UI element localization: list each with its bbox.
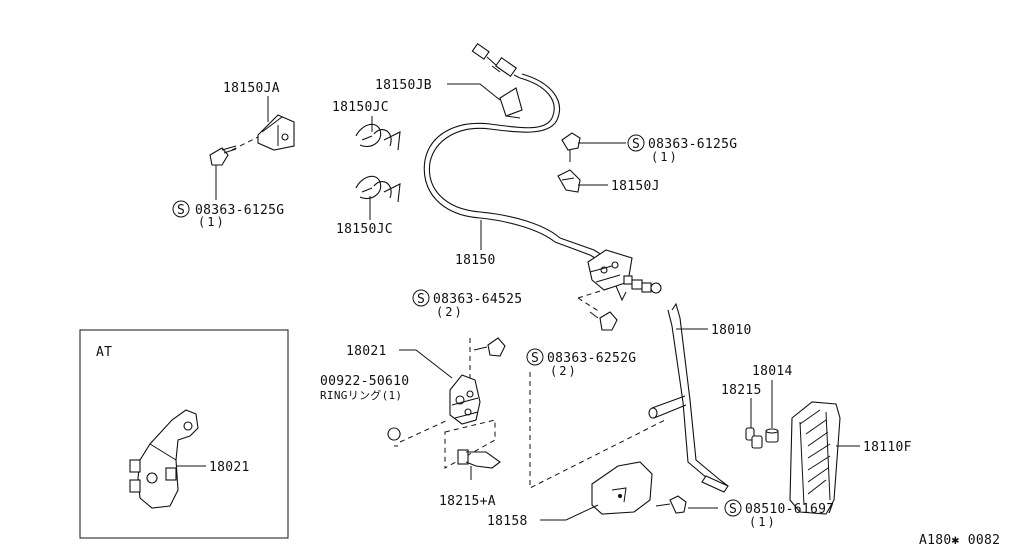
label-18150jc-bottom: 18150JC [336,222,393,237]
label-18158: 18158 [487,514,528,529]
s-symbol-1-letter: S [177,203,185,218]
screw-6252g-qty: (2) [550,364,578,378]
screw-left-part: 08363-6125G [195,203,284,218]
guide-line [529,372,666,489]
accelerator-cable [423,42,662,302]
screw-right-top-part: 08363-6125G [648,137,737,152]
leader-lines [267,83,860,521]
s-symbol-5-letter: S [729,502,737,517]
label-18150jc-top: 18150JC [332,100,389,115]
inset-title: AT [96,345,112,360]
drawing-id: A180✱ 0082 [919,533,1000,548]
pedal-pad-18110f [789,401,841,515]
screw-61697-part: 08510-61697 [745,502,834,517]
screw-61697-icon [655,495,687,514]
ring-icon [387,427,401,447]
cover-18158 [591,461,653,515]
s-symbol-3-letter: S [417,292,425,307]
label-18150: 18150 [455,253,496,268]
pedal-arm-18010 [648,302,729,493]
label-18010: 18010 [711,323,752,338]
label-18150jb: 18150JB [375,78,432,93]
label-18014: 18014 [752,364,793,379]
screw-6252g-part: 08363-6252G [547,351,636,366]
bracket-18150ja [231,114,295,151]
clip-18150jc-top [355,123,401,151]
label-00922-50610: 00922-50610 [320,374,409,389]
screw-right-top-qty: (1) [651,150,679,164]
label-18215a: 18215+A [439,494,496,509]
screw-64525-icon [473,337,506,357]
label-ring: RINGリング(1) [320,388,402,402]
screw-64525-part: 08363-64525 [433,292,522,307]
clip-18150jc-bottom [355,175,401,203]
label-18215: 18215 [721,383,762,398]
at-bracket-18021 [129,409,206,509]
screw-left-qty: (1) [198,215,226,229]
pin-18215a-icon [457,449,501,469]
at-inset-frame [79,329,289,539]
bracket-18021 [399,338,496,469]
s-symbol-2-letter: S [632,137,640,152]
label-18021: 18021 [346,344,387,359]
screw-61697-qty: (1) [749,515,777,529]
label-18021-at: 18021 [209,460,250,475]
stopper-18014-icon [765,428,779,443]
clip-18150j [557,169,581,193]
label-18150j: 18150J [611,179,660,194]
screw-64525-qty: (2) [436,305,464,319]
s-symbol-icon: S S S S S [172,134,742,517]
screw-left-icon [209,145,237,200]
label-18150ja: 18150JA [223,81,280,96]
label-18110f: 18110F [863,440,912,455]
screw-6252g-icon [577,287,618,331]
screw-right-top-icon [561,132,581,162]
s-symbol-4-letter: S [531,351,539,366]
clip-18215-icon [745,427,763,449]
